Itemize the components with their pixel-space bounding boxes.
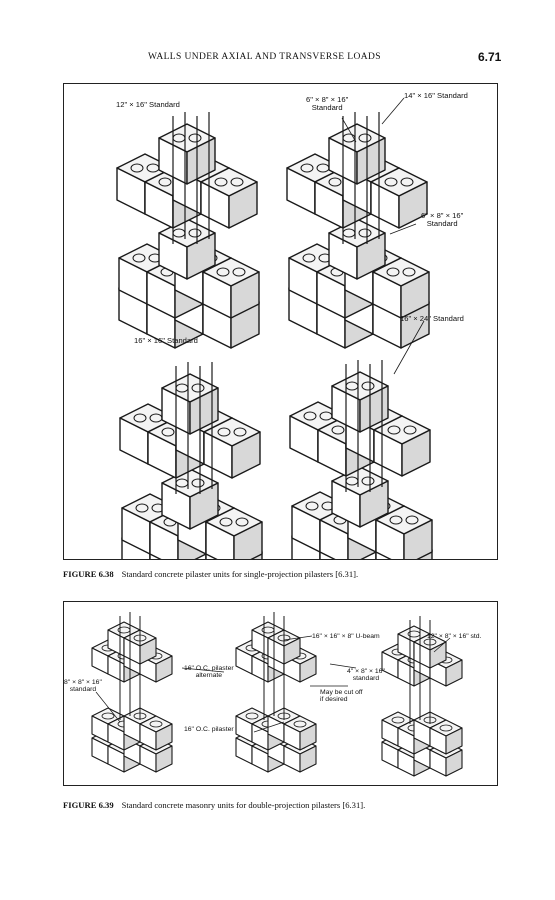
label-6x8x16-standard-right: 6" × 8" × 16" Standard [421,211,464,229]
label-cut-off-line2: if desired [320,696,348,704]
figure-6-38-caption-text: Standard concrete pilaster units for sin… [121,569,359,579]
label-16-oc-pilaster: 16" O.C. pilaster [184,726,234,733]
label-14x16-standard: 14" × 16" Standard [404,91,468,100]
label-12x16-standard: 12" × 16" Standard [116,100,180,109]
label-4x8x16-line1: 4" × 8" × 16" [347,668,385,675]
label-cut-off-line1: May be cut off [320,689,363,696]
label-u-beam: 16" × 16" × 8" U-beam [312,633,380,640]
page-number: 6.71 [478,50,502,64]
label-4x8x16-line2: standard [352,675,380,683]
figure-6-39: 16" × 16" × 8" U-beam 12" × 8" × 16" std… [63,601,498,786]
label-6x8x16-standard-top: 6" × 8" × 16" Standard [306,95,349,113]
figure-6-39-drawing [64,602,497,785]
running-title: WALLS UNDER AXIAL AND TRANSVERSE LOADS [148,52,381,62]
label-oc-alt-line1: 16" O.C. pilaster [184,665,234,672]
label-6x8x16-line2: Standard [311,103,343,113]
figure-6-38-caption-label: FIGURE 6.38 [63,569,114,579]
running-head: WALLS UNDER AXIAL AND TRANSVERSE LOADS 6… [0,50,555,68]
label-16-oc-pilaster-alternate: 16" O.C. pilaster alternate [184,665,234,680]
figure-6-38-drawing [64,97,497,559]
label-6x8x16r-line2: Standard [426,219,458,229]
label-oc-alt-line2: alternate [195,672,223,680]
label-8x8x16-line1: 8" × 8" × 16" [64,679,102,686]
label-may-be-cut-off: May be cut off if desired [320,689,363,704]
figure-6-39-caption-label: FIGURE 6.39 [63,800,114,810]
label-6x8x16r-line1: 6" × 8" × 16" [421,211,464,220]
label-8x8x16-line2: standard [69,686,97,694]
figure-6-39-caption: FIGURE 6.39 Standard concrete masonry uni… [63,800,365,810]
label-16x24-standard: 16" × 24" Standard [400,314,464,323]
label-8x8x16-standard: 8" × 8" × 16" standard [64,679,102,694]
label-16x16-standard: 16" × 16" Standard [134,336,198,345]
label-4x8x16-standard: 4" × 8" × 16" standard [347,668,385,683]
label-6x8x16-line1: 6" × 8" × 16" [306,95,349,104]
figure-6-38-caption: FIGURE 6.38 Standard concrete pilaster un… [63,569,358,579]
figure-6-39-caption-text: Standard concrete masonry units for doub… [121,800,366,810]
figure-6-38: 12" × 16" Standard 6" × 8" × 16" Standar… [63,83,498,560]
label-12x8x16-std: 12" × 8" × 16" std. [427,633,482,640]
